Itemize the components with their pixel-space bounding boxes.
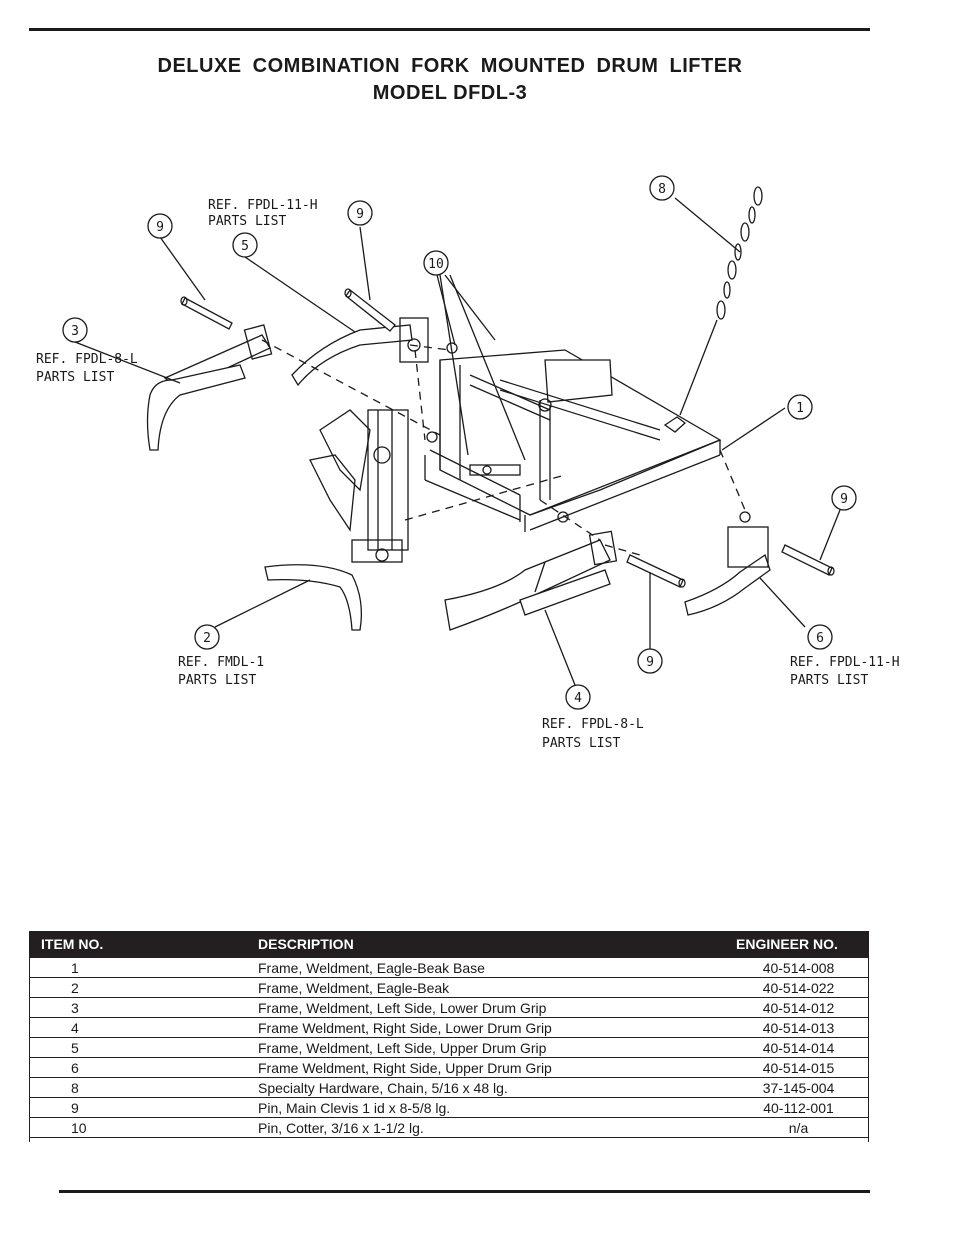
base-frame	[424, 342, 722, 532]
item-no: 8	[29, 1077, 258, 1098]
callout-10: 10	[428, 257, 444, 272]
ref-label-3-line1: REF. FPDL-8-L	[36, 352, 138, 367]
ref-label-4-line1: REF. FPDL-8-L	[542, 717, 644, 732]
right-lower-grip	[444, 530, 618, 631]
parts-table-header: ITEM NO. DESCRIPTION ENGINEER NO.	[29, 931, 869, 958]
description: Frame, Weldment, Eagle-Beak	[258, 977, 728, 998]
engineer-no: 40-514-008	[728, 957, 869, 978]
callout-9-b: 9	[356, 207, 364, 222]
eagle-beak-frame	[264, 409, 409, 631]
callout-6: 6	[816, 631, 824, 646]
callout-3: 3	[71, 324, 79, 339]
description: Frame, Weldment, Eagle-Beak Base	[258, 957, 728, 978]
item-no: 10	[29, 1117, 258, 1138]
item-no: 4	[29, 1017, 258, 1038]
top-rule	[29, 28, 870, 31]
ref-label-5-line2: PARTS LIST	[208, 214, 286, 229]
item-no: 2	[29, 977, 258, 998]
description: Pin, Main Clevis 1 id x 8-5/8 lg.	[258, 1097, 728, 1118]
ref-label-3-line2: PARTS LIST	[36, 370, 114, 385]
table-row: 9 Pin, Main Clevis 1 id x 8-5/8 lg. 40-1…	[29, 1097, 869, 1118]
table-row: 2 Frame, Weldment, Eagle-Beak 40-514-022	[29, 977, 869, 998]
description: Pin, Cotter, 3/16 x 1-1/2 lg.	[258, 1117, 728, 1138]
callout-9-a: 9	[156, 220, 164, 235]
ref-label-2-line2: PARTS LIST	[178, 673, 256, 688]
callout-9-d: 9	[646, 655, 654, 670]
description: Frame, Weldment, Left Side, Upper Drum G…	[258, 1037, 728, 1058]
callout-bubbles	[62, 175, 857, 710]
callout-2: 2	[203, 631, 211, 646]
callout-1: 1	[796, 401, 804, 416]
engineer-no: 40-112-001	[728, 1097, 869, 1118]
item-no: 5	[29, 1037, 258, 1058]
left-upper-grip	[291, 317, 429, 387]
clevis-pins	[180, 288, 835, 588]
table-row: 4 Frame Weldment, Right Side, Lower Drum…	[29, 1017, 869, 1038]
bottom-rule	[59, 1190, 870, 1193]
ref-label-5-line1: REF. FPDL-11-H	[208, 198, 318, 213]
page-subtitle: MODEL DFDL-3	[0, 82, 900, 105]
item-no: 1	[29, 957, 258, 978]
item-no: 3	[29, 997, 258, 1018]
page-title: DELUXE COMBINATION FORK MOUNTED DRUM LIF…	[0, 55, 900, 78]
table-row: 1 Frame, Weldment, Eagle-Beak Base 40-51…	[29, 957, 869, 978]
engineer-no: 37-145-004	[728, 1077, 869, 1098]
engineer-no: 40-514-013	[728, 1017, 869, 1038]
title-line-1: DELUXE COMBINATION FORK MOUNTED DRUM LIF…	[157, 55, 743, 77]
right-upper-grip	[684, 511, 771, 616]
title-line-2: MODEL DFDL-3	[372, 82, 528, 104]
header-item-no: ITEM NO.	[29, 931, 258, 958]
header-description: DESCRIPTION	[258, 931, 728, 958]
callout-5: 5	[241, 239, 249, 254]
ref-label-6-line2: PARTS LIST	[790, 673, 868, 688]
table-row: 6 Frame Weldment, Right Side, Upper Drum…	[29, 1057, 869, 1078]
description: Frame, Weldment, Left Side, Lower Drum G…	[258, 997, 728, 1018]
callout-4: 4	[574, 691, 582, 706]
item-no: 9	[29, 1097, 258, 1118]
header-engineer-no: ENGINEER NO.	[728, 931, 869, 958]
chain	[679, 186, 763, 416]
table-row: 8 Specialty Hardware, Chain, 5/16 x 48 l…	[29, 1077, 869, 1098]
table-row: 3 Frame, Weldment, Left Side, Lower Drum…	[29, 997, 869, 1018]
engineer-no: n/a	[728, 1117, 869, 1138]
exploded-parts-diagram: 9 9 5 3 8 10 1 9 6 9 4 2 REF. FPDL-11-H …	[36, 175, 900, 751]
description: Frame Weldment, Right Side, Upper Drum G…	[258, 1057, 728, 1078]
table-row: 5 Frame, Weldment, Left Side, Upper Drum…	[29, 1037, 869, 1058]
callout-9-c: 9	[840, 492, 848, 507]
ref-label-6-line1: REF. FPDL-11-H	[790, 655, 900, 670]
engineer-no: 40-514-012	[728, 997, 869, 1018]
item-no: 6	[29, 1057, 258, 1078]
engineer-no: 40-514-015	[728, 1057, 869, 1078]
description: Frame Weldment, Right Side, Lower Drum G…	[258, 1017, 728, 1038]
parts-table: ITEM NO. DESCRIPTION ENGINEER NO. 1 Fram…	[29, 931, 869, 1138]
assembly-guide-lines	[261, 339, 746, 556]
leader-lines	[74, 197, 841, 686]
callout-8: 8	[658, 182, 666, 197]
engineer-no: 40-514-022	[728, 977, 869, 998]
engineer-no: 40-514-014	[728, 1037, 869, 1058]
ref-label-2-line1: REF. FMDL-1	[178, 655, 264, 670]
left-lower-grip	[146, 324, 273, 451]
description: Specialty Hardware, Chain, 5/16 x 48 lg.	[258, 1077, 728, 1098]
ref-label-4-line2: PARTS LIST	[542, 736, 620, 751]
table-row: 10 Pin, Cotter, 3/16 x 1-1/2 lg. n/a	[29, 1117, 869, 1138]
